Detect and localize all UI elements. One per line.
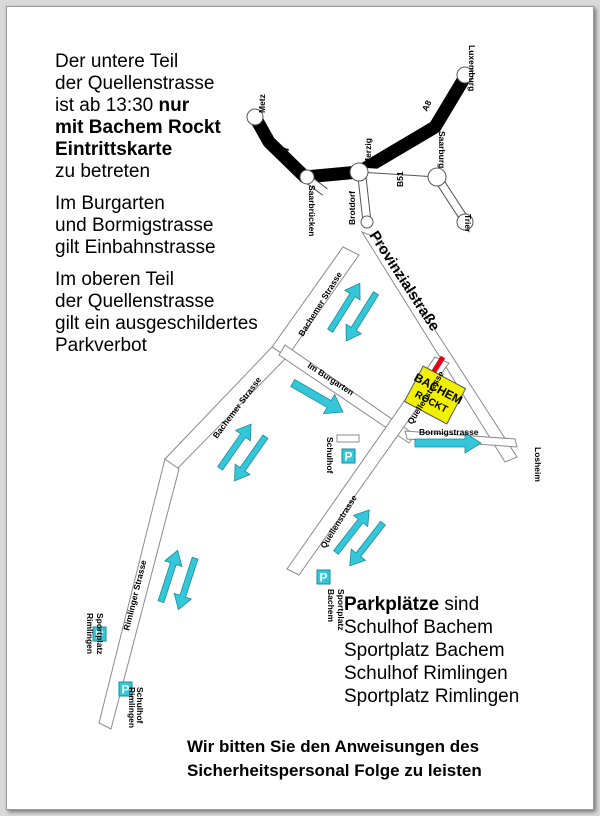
route-map: BACHEM ROCKT P: [85, 45, 543, 730]
label-schulhof-rimlingen-2: Rimlingen: [127, 687, 137, 728]
intro-line: Im Burgarten: [55, 193, 165, 214]
label-sportplatz-bachem-1: Sportplatz: [336, 589, 346, 631]
street-provinzialstrasse: Provinzialstraße: [366, 228, 443, 334]
highway-a4-a8: [249, 73, 471, 184]
local-roads: [98, 230, 518, 730]
intro-text: Der untere Teil der Quellenstrasse ist a…: [55, 51, 295, 357]
intro-line: ist ab 13:30 nur: [55, 95, 295, 117]
parking-heading-suffix: sind: [439, 594, 480, 615]
label-b51: B51: [395, 171, 405, 187]
town-trier: Trier: [463, 214, 473, 233]
parking-sign-schulhof-rimlingen: P: [118, 681, 133, 697]
intro-line: der Quellenstrasse: [55, 73, 215, 94]
intro-line-time: ist ab 13:30: [55, 95, 159, 116]
svg-text:P: P: [319, 571, 327, 585]
parking-heading-line: Parkplätze sind: [344, 593, 519, 616]
parking-heading: Parkplätze: [344, 594, 440, 615]
arrow-rimlinger-strasse: [157, 549, 199, 611]
parking-list: Parkplätze sind Schulhof Bachem Sportpla…: [344, 593, 519, 708]
town-losheim: Losheim: [533, 447, 543, 482]
parking-item: Sportplatz Bachem: [344, 640, 505, 661]
town-metz: Metz: [257, 94, 267, 113]
rimlinger-strasse-road: [98, 458, 180, 730]
label-sportplatz-rimlingen-1: Sportplatz: [95, 613, 105, 655]
town-merzig: Merzig: [363, 138, 373, 165]
arrow-bormigstrasse: [414, 432, 482, 454]
intro-line: Im oberen Teil: [55, 269, 174, 290]
map-frame: BACHEM ROCKT P: [6, 6, 594, 810]
arrow-bachemer-strasse-lower: [217, 423, 269, 482]
bachemer-strasse-lower-road: [164, 346, 288, 470]
parking-sign-sportplatz-bachem: P: [316, 569, 331, 585]
intro-line-emphasis: nur: [158, 95, 190, 116]
junction-merzig: [349, 162, 369, 182]
highway-network: [246, 66, 474, 231]
intro-line: zu betreten: [55, 161, 151, 182]
town-saarburg: Saarburg: [437, 131, 447, 168]
arrow-quellenstrasse: [333, 509, 386, 567]
parking-sign-schulhof-bachem: P: [341, 448, 356, 464]
label-schulhof-rimlingen-1: Schulhof: [135, 687, 145, 724]
junction-saarbruecken: [299, 169, 315, 185]
label-schulhof-bachem: Schulhof: [325, 437, 335, 474]
svg-text:P: P: [121, 683, 129, 697]
label-a4: A4: [278, 146, 292, 160]
road-b51: [358, 171, 438, 178]
intro-gap: [55, 259, 295, 269]
intro-line: gilt ein ausgeschildertes: [55, 313, 258, 334]
intro-line: gilt Einbahnstrasse: [55, 237, 216, 258]
intro-line: der Quellenstrasse: [55, 291, 215, 312]
direction-arrows: [157, 282, 482, 611]
road-brotdorf: [358, 176, 371, 223]
label-sportplatz-bachem-2: Bachem: [326, 589, 336, 623]
svg-text:P: P: [344, 450, 352, 464]
parking-item: Schulhof Rimlingen: [344, 663, 508, 684]
intro-line: mit Bachem Rockt: [55, 117, 221, 138]
footer-line: Wir bitten Sie den Anweisungen des: [187, 737, 480, 756]
intro-line: Parkverbot: [55, 335, 147, 356]
arrow-bachemer-strasse-upper: [327, 282, 380, 342]
junction-saarburg: [427, 167, 447, 187]
quellenstrasse-road: [286, 356, 450, 576]
town-luxemburg: Luxemburg: [467, 45, 477, 91]
junction-metz: [246, 108, 264, 126]
parking-item: Sportplatz Rimlingen: [344, 686, 520, 707]
junction-luxemburg: [456, 66, 474, 84]
label-sportplatz-rimlingen-2: Rimlingen: [85, 613, 95, 654]
intro-line: und Bormigstrasse: [55, 215, 214, 236]
town-brotdorf: Brotdorf: [347, 191, 357, 225]
street-bormigstrasse: Bormigstrasse: [419, 427, 479, 437]
parking-sign-sportplatz-rimlingen: P: [92, 626, 107, 642]
parking-item: Schulhof Bachem: [344, 617, 493, 638]
schulhof-access-road: [336, 434, 360, 443]
logo-background: [403, 365, 467, 425]
town-saarbruecken: Saarbrücken: [307, 185, 317, 237]
label-a8: A8: [420, 99, 434, 113]
parking-signs: P P P P: [92, 448, 356, 697]
intro-line: Eintrittskarte: [55, 139, 173, 160]
junction-brotdorf: [360, 215, 374, 229]
svg-text:P: P: [95, 628, 103, 642]
arrow-im-burgarten: [290, 378, 344, 414]
footer-line: Sicherheitspersonal Folge zu leisten: [187, 761, 482, 780]
junction-trier: [456, 213, 474, 231]
intro-line: Der untere Teil: [55, 51, 179, 72]
intro-gap: [55, 183, 295, 193]
footer-notice: Wir bitten Sie den Anweisungen des Siche…: [187, 735, 482, 783]
